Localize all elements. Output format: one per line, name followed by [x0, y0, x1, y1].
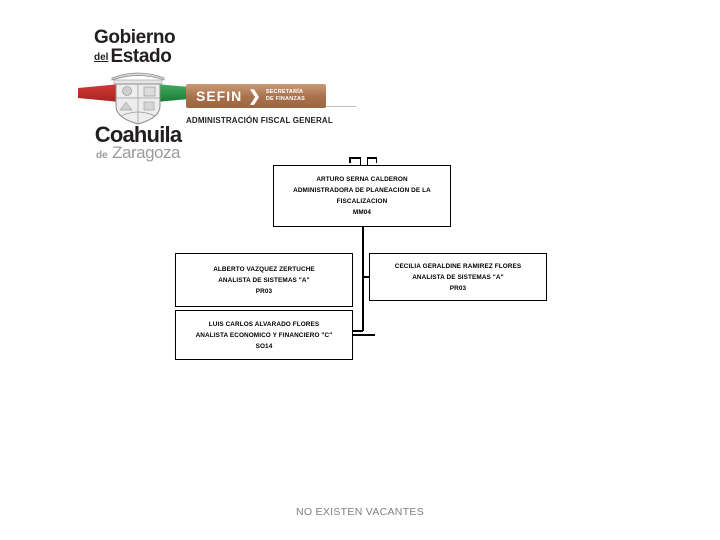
emblem-de-text: de	[96, 150, 108, 161]
org-node-alberto[interactable]: ALBERTO VAZQUEZ ZERTUCHE ANALISTA DE SIS…	[175, 253, 353, 307]
connector-luis-right-stub	[353, 334, 375, 336]
connector-root-vertical	[362, 227, 364, 331]
emblem-coahuila-text: Coahuila	[94, 122, 182, 147]
header-logo-banner: Gobierno del Estado Coahuila	[0, 0, 720, 161]
coahuila-shield-icon	[108, 64, 168, 126]
org-node-cecilia-title: ANALISTA DE SISTEMAS "A"	[412, 273, 504, 281]
emblem-estado-row: del Estado	[94, 47, 190, 66]
org-node-luis-name: LUIS CARLOS ALVARADO FLORES	[208, 320, 320, 328]
ribbon-red-band	[78, 84, 120, 102]
org-node-cecilia-code: PR03	[449, 284, 467, 292]
header-divider-rule	[326, 106, 356, 107]
connector-top-left-tick	[349, 157, 351, 163]
emblem-zaragoza-text: Zaragoza	[112, 143, 180, 162]
sefin-acronym-text: SEFIN	[196, 88, 243, 104]
sefin-subtitle-text: SECRETARÍA DE FINANZAS	[266, 89, 305, 103]
org-node-cecilia-name: CECILIA GERALDINE RAMIREZ FLORES	[394, 262, 522, 270]
org-node-luis-code: SO14	[255, 342, 273, 350]
org-node-root-title-line2: FISCALIZACION	[336, 198, 388, 205]
sefin-brand-block: SEFIN ❯ SECRETARÍA DE FINANZAS ADMINISTR…	[186, 84, 333, 132]
emblem-del-text: del	[94, 52, 109, 63]
org-node-cecilia[interactable]: CECILIA GERALDINE RAMIREZ FLORES ANALIST…	[369, 253, 547, 301]
connector-top-right-tick	[375, 157, 377, 163]
org-node-root[interactable]: ARTURO SERNA CALDERON ADMINISTRADORA DE …	[273, 165, 451, 227]
sefin-chevron-icon: ❯	[248, 87, 261, 105]
org-node-root-code: MM04	[352, 209, 372, 216]
connector-to-cecilia	[362, 276, 370, 278]
emblem-estado-text: Estado	[110, 46, 172, 67]
org-node-alberto-title: ANALISTA DE SISTEMAS "A"	[218, 276, 310, 284]
emblem-gobierno-text: Gobierno	[94, 27, 176, 48]
org-node-root-title-line1: ADMINISTRADORA DE PLANEACION DE LA	[293, 187, 431, 194]
sefin-subtitle-line2: DE FINANZAS	[265, 96, 305, 102]
emblem-zaragoza-row: de Zaragoza	[86, 144, 190, 164]
org-node-luis[interactable]: LUIS CARLOS ALVARADO FLORES ANALISTA ECO…	[175, 310, 353, 360]
connector-to-luis	[353, 330, 363, 332]
org-node-root-name: ARTURO SERNA CALDERON	[316, 176, 408, 183]
vacancy-note: NO EXISTEN VACANTES	[295, 506, 425, 518]
org-node-luis-title: ANALISTA ECONOMICO Y FINANCIERO "C"	[195, 331, 333, 339]
org-node-alberto-code: PR03	[255, 287, 273, 295]
department-title: ADMINISTRACIÓN FISCAL GENERAL	[186, 116, 333, 125]
coahuila-government-emblem: Gobierno del Estado Coahuila	[78, 27, 200, 161]
org-node-alberto-name: ALBERTO VAZQUEZ ZERTUCHE	[213, 265, 315, 273]
sefin-banner-bar: SEFIN ❯ SECRETARÍA DE FINANZAS	[186, 84, 326, 108]
sefin-subtitle-line1: SECRETARÍA	[265, 89, 304, 95]
